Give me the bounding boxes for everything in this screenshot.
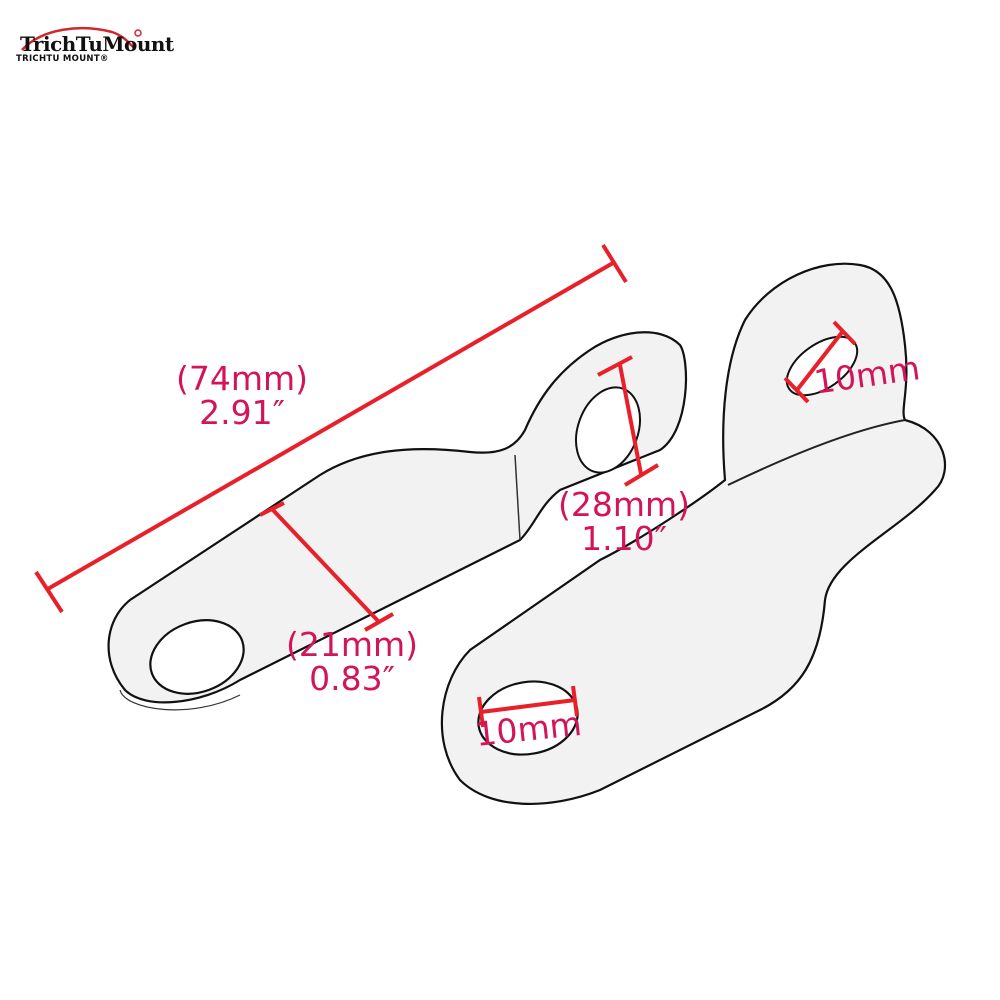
tab-width-label: (28mm) 1.10″ <box>558 488 690 556</box>
left-bracket <box>107 331 688 711</box>
brand-script-text: TrichTuMount <box>20 32 174 56</box>
arm-width-line <box>270 507 381 624</box>
brand-sub-text: TRICHTU MOUNT® <box>16 54 109 64</box>
tab-width-line <box>618 364 643 475</box>
car-swoosh-icon <box>21 27 142 51</box>
overall-length-imperial: 2.91″ <box>199 393 285 432</box>
arm-width-imperial: 0.83″ <box>309 659 395 698</box>
left-bracket-bend-line <box>514 454 521 541</box>
overall-length-metric: (74mm) <box>176 359 309 398</box>
arm-width-metric: (21mm) <box>286 625 419 664</box>
left-bracket-bottom-hole <box>149 619 245 695</box>
dimension-lines <box>34 243 857 728</box>
right-bracket-bend-line <box>727 419 906 486</box>
overall-length-line <box>45 261 614 592</box>
brand-logo: TrichTuMount TRICHTU MOUNT® <box>12 22 174 68</box>
right-bracket-outline <box>440 262 947 806</box>
bottom-hole-line <box>480 698 576 714</box>
right-bracket <box>440 262 947 806</box>
tab-width-metric: (28mm) <box>558 485 691 524</box>
overall-length-label: (74mm) 2.91″ <box>176 362 308 430</box>
tab-width-imperial: 1.10″ <box>581 519 667 558</box>
arm-width-label: (21mm) 0.83″ <box>286 628 418 696</box>
top-hole-line <box>795 329 845 392</box>
left-bracket-outline <box>107 331 688 704</box>
